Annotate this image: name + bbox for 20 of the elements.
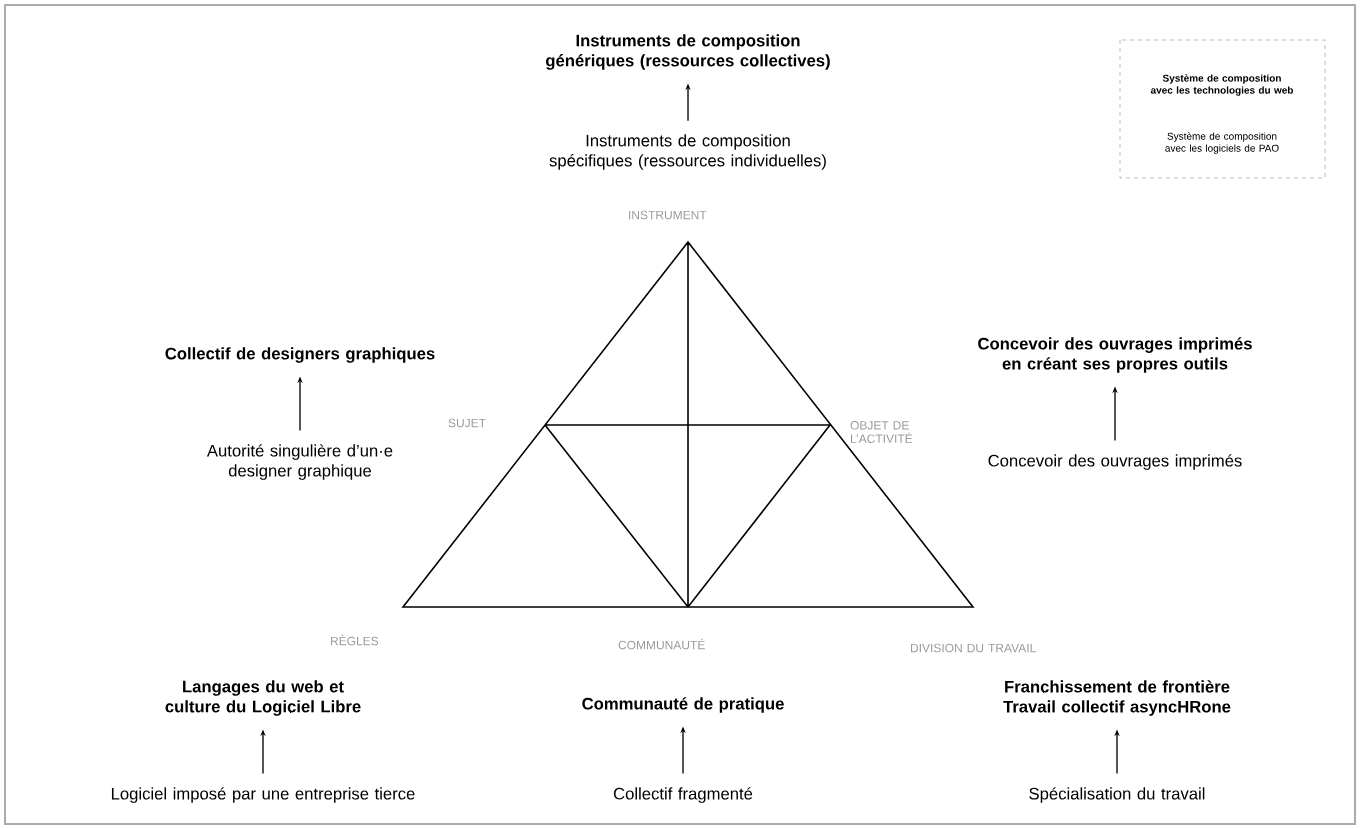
caption-text: Autorité singulière d’un·e designer graphique [206, 444, 393, 480]
legend-entry: Système de composition avec les technologies du web [1150, 74, 1293, 96]
vertex-label: COMMUNAUTÉ [618, 638, 705, 650]
caption-text: Instruments de composition spécifiques (ressources individuelles) [549, 134, 826, 170]
heading-text: Concevoir des ouvrages imprimés en créant ses propres outils [978, 337, 1252, 373]
heading-text: Langages du web et culture du Logiciel Libre [165, 680, 361, 716]
caption-text: Logiciel imposé par une entreprise tierce [111, 787, 415, 803]
vertex-label: DIVISION DU TRAVAIL [911, 643, 1036, 653]
caption-text: Spécialisation du travail [1029, 787, 1205, 803]
vertex-label: SUJET [448, 418, 486, 428]
caption-text: Collectif fragmenté [613, 787, 753, 803]
caption-text: Concevoir des ouvrages imprimés [988, 454, 1242, 470]
legend-entry: Système de composition avec les logiciels de PAO [1165, 132, 1279, 154]
heading-text: Franchissement de frontière Travail collectif asyncHRone [1003, 680, 1231, 716]
vertex-label: INSTRUMENT [629, 210, 707, 220]
vertex-label: OBJET DE L’ACTIVITÉ [850, 421, 913, 443]
vertex-label: RÈGLES [331, 634, 379, 646]
heading-text: Collectif de designers graphiques [165, 347, 435, 363]
heading-text: Communauté de pratique [582, 697, 784, 713]
heading-text: Instruments de composition génériques (ressources collectives) [546, 34, 830, 70]
